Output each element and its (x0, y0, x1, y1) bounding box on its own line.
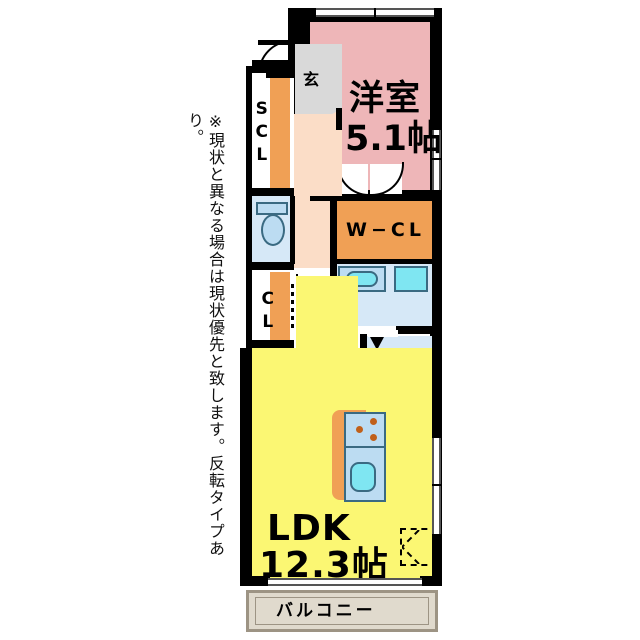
door-panel-ldk (296, 268, 342, 276)
wall-closet-bottom (246, 340, 294, 350)
label-bedroom-area: 5.1帖 (345, 119, 443, 159)
stove-burner-1-icon (356, 426, 363, 433)
wall-scl-topcap (266, 66, 294, 78)
toilet-bowl-icon (261, 214, 285, 246)
stove-burner-3-icon (370, 434, 377, 441)
door-swing-bathroom-icon (370, 337, 384, 350)
window-ldk-right (432, 438, 441, 534)
room-ldk-upper (296, 276, 358, 352)
wall-wcl-left (330, 198, 337, 260)
sliding-door-balcony-right (344, 578, 422, 586)
disclaimer-note: ※現状と異なる場合は現状優先と致します。反転タイプあり。 (184, 112, 225, 557)
window-ldk-right-mullion (432, 484, 441, 486)
wall-wcl-bedroom-divider (310, 196, 438, 201)
wall-hall-right-upper (336, 108, 342, 130)
fill-shoe-closet (270, 76, 290, 188)
washing-machine-pan-icon (394, 266, 428, 292)
label-bedroom-name: 洋室 (349, 79, 422, 119)
area-genkan (294, 44, 342, 114)
label-cl-text: CL (257, 289, 278, 335)
wall-scl-bottom (252, 188, 294, 196)
air-conditioner-marker-icon (400, 528, 438, 566)
window-bedroom-top (316, 8, 374, 17)
label-walk-closet: W−CL (346, 219, 425, 241)
label-genkan: 玄 (303, 70, 320, 89)
balcony-floor (255, 597, 429, 625)
stove-burners-panel (344, 412, 386, 448)
wall-ldk-bottom-right (420, 576, 442, 586)
label-shoe-closet: SCL (252, 99, 272, 168)
label-scl-text: SCL (251, 98, 272, 168)
wall-hall-left-upper (252, 60, 294, 67)
window-bedroom-top-2 (376, 8, 434, 17)
wall-entry-header (258, 40, 292, 45)
label-closet: CL (257, 289, 278, 335)
wall-toilet-bottom (252, 262, 294, 270)
label-ldk-name: LDK (267, 508, 351, 549)
wall-right-mid (430, 196, 442, 332)
door-panel-bathroom (368, 330, 398, 337)
sliding-door-balcony-left (268, 578, 344, 586)
label-balcony: バルコニー (276, 601, 376, 621)
wall-ldk-bottom-left (240, 576, 270, 586)
fill-closet (270, 272, 290, 344)
stove-burner-2-icon (370, 418, 377, 425)
door-leaf-closet (291, 284, 294, 332)
kitchen-sink-icon (350, 462, 376, 492)
window-bedroom-right-mullion (432, 158, 441, 160)
room-walk-closet (336, 198, 432, 260)
label-ldk-area: 12.3帖 (259, 545, 389, 586)
wall-left-ldk (240, 348, 252, 584)
door-leaf-toilet (291, 206, 294, 246)
wall-washroom-top (330, 259, 438, 264)
